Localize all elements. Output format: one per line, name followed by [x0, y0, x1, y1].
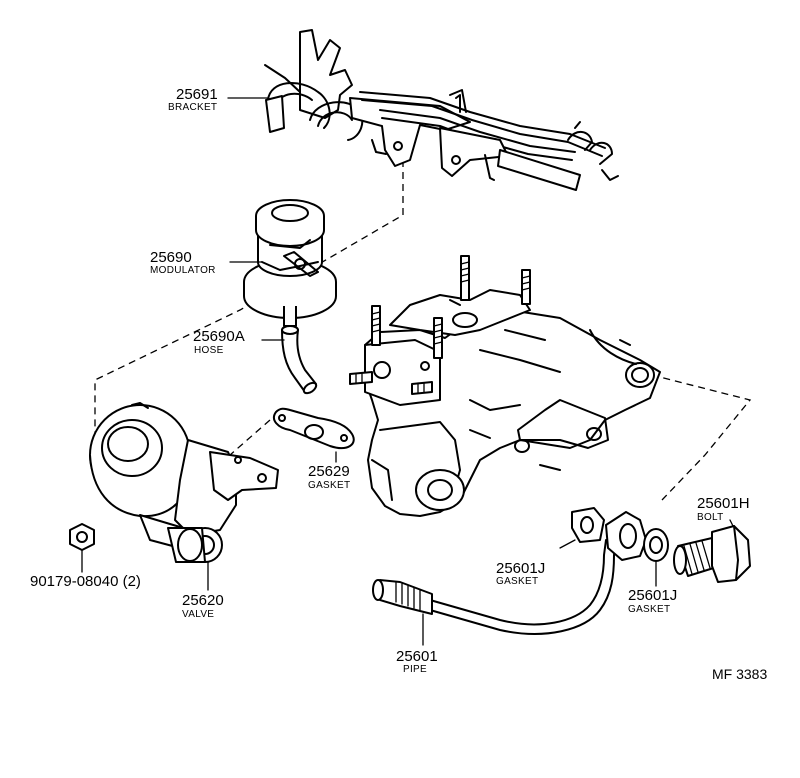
label-gasket-j2-number: 25601J [628, 587, 677, 604]
label-gasket-mid: 25629 GASKET [308, 463, 350, 491]
label-modulator: 25690 MODULATOR [150, 249, 216, 276]
assembly-lines [94, 160, 752, 501]
egr-valve-drawing [89, 402, 279, 563]
label-modulator-name: MODULATOR [150, 265, 216, 276]
label-hose-number: 25690A [193, 328, 245, 345]
label-bracket: 25691 BRACKET [168, 86, 218, 113]
gasket-j-left-drawing [571, 507, 605, 543]
label-gasket-j1-number: 25601J [496, 560, 545, 577]
manifold-studs [349, 255, 531, 395]
label-gasket-j1: 25601J GASKET [496, 560, 545, 587]
label-nut: 90179-08040 (2) [30, 573, 141, 590]
label-valve-name: VALVE [182, 609, 214, 620]
label-bolt-name: BOLT [697, 512, 724, 523]
label-pipe: 25601 PIPE [396, 648, 438, 675]
label-gasket-j2-name: GASKET [628, 604, 670, 615]
modulator-drawing [243, 199, 337, 327]
label-hose: 25690A HOSE [193, 328, 245, 356]
label-gasket-j2: 25601J GASKET [628, 587, 677, 615]
gasket-mid-drawing [272, 407, 355, 450]
label-modulator-number: 25690 [150, 249, 192, 266]
leader-lines [81, 97, 734, 646]
label-gasket-mid-number: 25629 [308, 463, 350, 480]
hose-drawing [281, 325, 318, 395]
label-gasket-mid-name: GASKET [308, 480, 350, 491]
label-pipe-number: 25601 [396, 648, 438, 665]
intake-manifold-drawing [364, 289, 661, 517]
nut-drawing [69, 523, 95, 551]
label-nut-number: 90179-08040 (2) [30, 573, 141, 590]
label-valve: 25620 VALVE [182, 592, 224, 620]
label-valve-number: 25620 [182, 592, 224, 609]
label-bolt: 25601H BOLT [697, 495, 750, 523]
pipe-drawing [372, 511, 647, 635]
label-pipe-name: PIPE [403, 664, 427, 675]
label-bracket-number: 25691 [176, 86, 218, 103]
gasket-j-right-drawing [643, 528, 669, 562]
label-gasket-j1-name: GASKET [496, 576, 538, 587]
label-bolt-number: 25601H [697, 495, 750, 512]
bolt-drawing [673, 525, 751, 583]
figure-reference: MF 3383 [712, 666, 767, 682]
label-hose-name: HOSE [194, 345, 224, 356]
label-bracket-name: BRACKET [168, 102, 217, 113]
bracket-drawing [264, 29, 619, 191]
